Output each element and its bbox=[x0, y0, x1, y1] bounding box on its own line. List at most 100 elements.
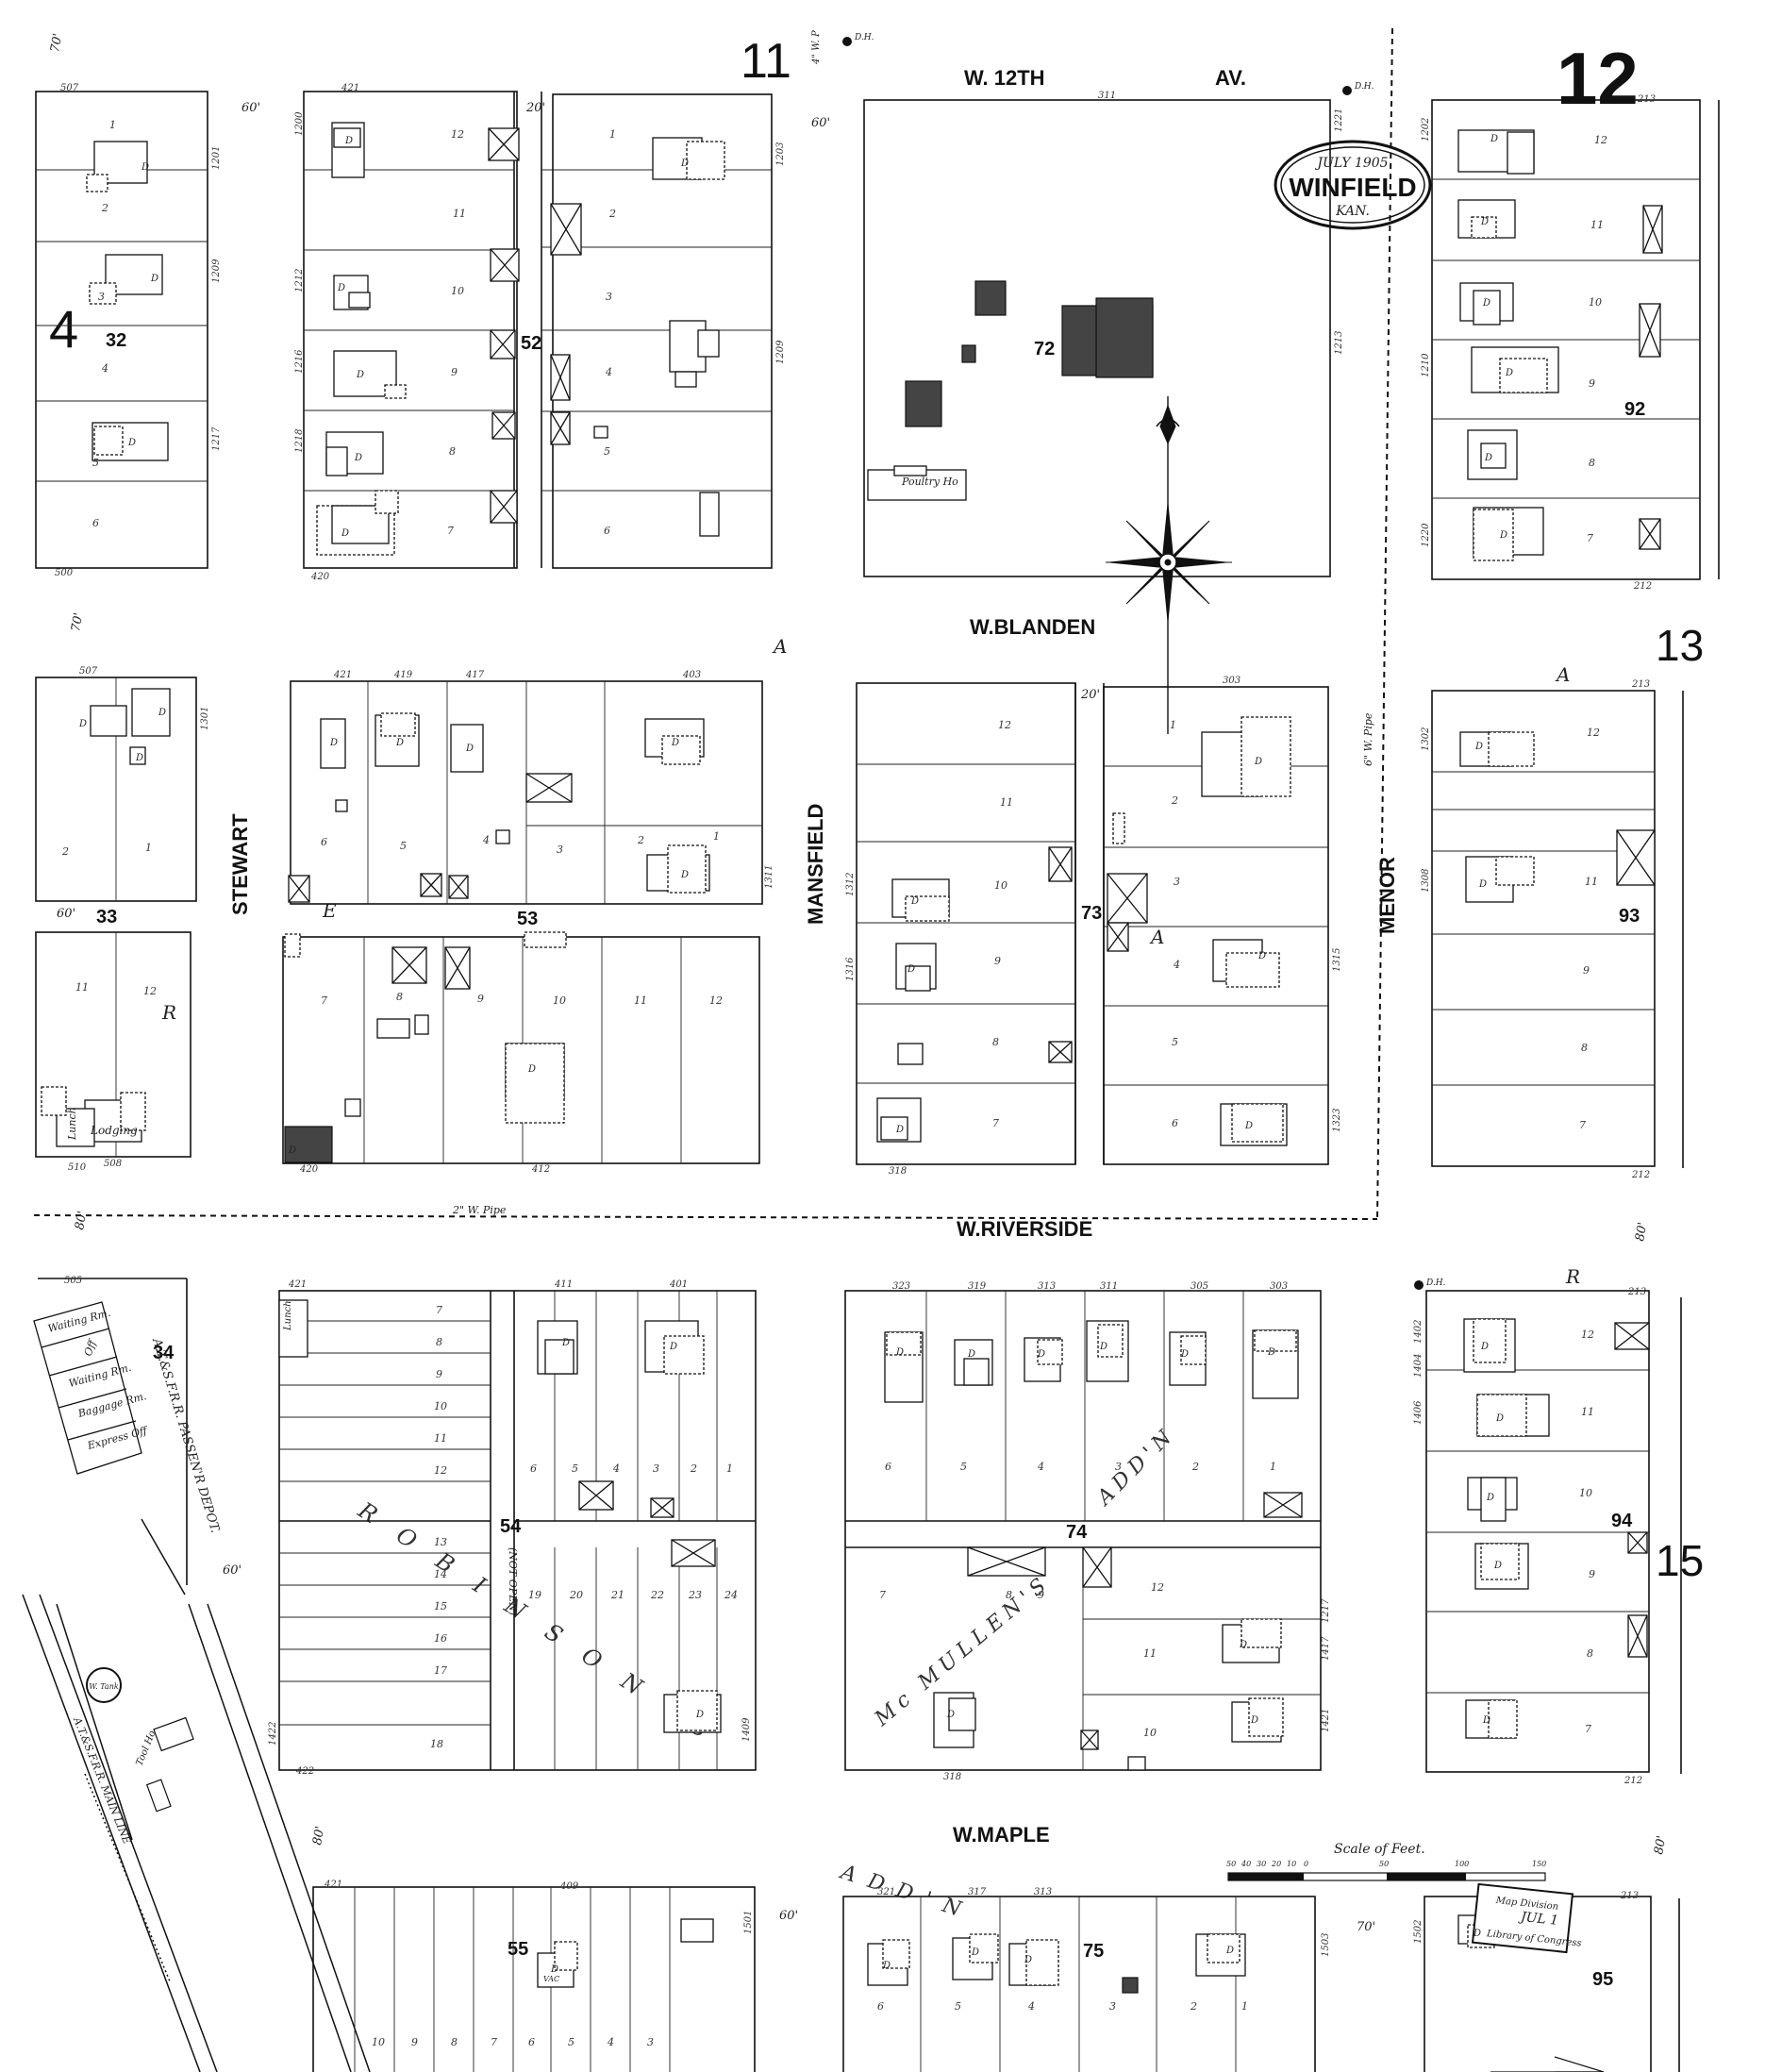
pipe-menor-label: 6" W. Pipe bbox=[1362, 712, 1374, 766]
lot-number: 5 bbox=[572, 1462, 578, 1475]
lot-number: 7 bbox=[1585, 1723, 1591, 1735]
address: 1417 bbox=[1321, 1636, 1331, 1661]
svg-text:R: R bbox=[1565, 1265, 1580, 1288]
width-label: 70' bbox=[1357, 1920, 1375, 1934]
dwelling-mark: D bbox=[946, 1710, 955, 1720]
depot-off: Off bbox=[82, 1337, 100, 1358]
lot-number: 7 bbox=[1587, 532, 1593, 544]
water-tank: W. Tank bbox=[86, 1667, 122, 1703]
scale-tick-100: 100 bbox=[1455, 1860, 1469, 1868]
pipe-riverside-label: 2" W. Pipe bbox=[452, 1204, 507, 1216]
address: 1218 bbox=[294, 429, 305, 453]
railroad bbox=[22, 1518, 371, 2072]
dwelling-mark: D bbox=[344, 136, 353, 146]
scale-tick-10: 10 bbox=[1287, 1860, 1296, 1868]
dh-label-2: D.H. bbox=[1354, 82, 1374, 92]
lot-number: 11 bbox=[1590, 219, 1604, 231]
address: 508 bbox=[104, 1159, 122, 1169]
block-33: 33 bbox=[96, 907, 117, 927]
lot-number: 6 bbox=[885, 1461, 891, 1473]
street-width-labels: 70' 60' 60' 60' 70' 80' 80' 80' 60' 60' … bbox=[48, 32, 1669, 1934]
adjacent-sheet-4: 4 bbox=[49, 299, 78, 359]
width-label: 60' bbox=[57, 907, 75, 921]
block-54: 54 bbox=[500, 1516, 522, 1537]
dwelling-mark: D bbox=[971, 1947, 979, 1958]
water-tank-label: W. Tank bbox=[89, 1682, 119, 1691]
address: 1209 bbox=[211, 259, 222, 283]
dwelling-mark: D bbox=[341, 528, 349, 539]
address: 1404 bbox=[1413, 1354, 1424, 1378]
address: 319 bbox=[968, 1281, 987, 1292]
lot-number: 3 bbox=[1174, 876, 1180, 888]
lot-number: 7 bbox=[491, 2036, 497, 2048]
dwelling-mark: D bbox=[550, 1964, 558, 1975]
width-label: 60' bbox=[779, 1909, 798, 1923]
svg-text:A: A bbox=[1555, 663, 1570, 686]
width-label: 20' bbox=[1080, 688, 1100, 702]
lot-number: 1 bbox=[1241, 2000, 1248, 2013]
lot-number: 3 bbox=[606, 291, 612, 303]
lot-number: 10 bbox=[1579, 1487, 1592, 1499]
scale-tick-30: 30 bbox=[1257, 1860, 1266, 1868]
address: 510 bbox=[68, 1162, 87, 1173]
lot-number: 4 bbox=[482, 834, 490, 846]
address: 1301 bbox=[200, 707, 210, 730]
dwelling-mark: D bbox=[1254, 757, 1262, 767]
lot-number: 12 bbox=[709, 994, 723, 1007]
dwelling-mark: D bbox=[1499, 530, 1507, 541]
dwelling-mark: D bbox=[1478, 879, 1487, 890]
address: 213 bbox=[1631, 679, 1650, 690]
address: 412 bbox=[531, 1164, 550, 1175]
lot-number: 5 bbox=[400, 840, 407, 852]
lot-number: 5 bbox=[604, 445, 610, 458]
address: 318 bbox=[943, 1772, 961, 1782]
dwelling-mark: D bbox=[1482, 298, 1490, 309]
dwelling-mark: D bbox=[1180, 1349, 1189, 1360]
lot-number: 8 bbox=[436, 1336, 442, 1348]
lot-number: 1 bbox=[145, 842, 152, 854]
lodging-label: Lodging bbox=[90, 1124, 138, 1137]
dwelling-mark: D bbox=[1493, 1561, 1502, 1571]
block-94: 94 bbox=[1611, 1511, 1633, 1531]
lot-number: 6 bbox=[1172, 1117, 1178, 1129]
lot-number: 4 bbox=[1173, 959, 1180, 971]
dwelling-mark: D bbox=[695, 1710, 704, 1720]
address: 313 bbox=[1038, 1281, 1056, 1292]
dwelling-mark: D bbox=[127, 438, 136, 448]
address: 1402 bbox=[1413, 1320, 1424, 1344]
lot-number: 11 bbox=[434, 1432, 447, 1445]
address: 500 bbox=[55, 568, 74, 578]
block-75: 75 bbox=[1083, 1941, 1104, 1962]
lot-number: 5 bbox=[960, 1461, 967, 1473]
dwelling-mark: D bbox=[78, 719, 87, 729]
lot-number: 17 bbox=[434, 1664, 447, 1677]
address: 1221 bbox=[1334, 109, 1344, 132]
street-mansfield: MANSFIELD bbox=[804, 804, 827, 925]
lot-number: 12 bbox=[1587, 727, 1600, 739]
title-city: WINFIELD bbox=[1289, 173, 1416, 202]
lot-number: 3 bbox=[653, 1462, 659, 1475]
dwelling-mark: D bbox=[680, 870, 689, 880]
address: 1409 bbox=[741, 1717, 752, 1742]
address: 313 bbox=[1034, 1887, 1052, 1897]
dwelling-mark: D bbox=[1225, 1946, 1234, 1956]
lot-number: 13 bbox=[434, 1536, 447, 1548]
dwelling-mark: D bbox=[1473, 1929, 1481, 1939]
width-label: 60' bbox=[241, 101, 260, 115]
lot-number: 12 bbox=[1594, 134, 1607, 146]
svg-text:R: R bbox=[161, 1001, 176, 1024]
address: 323 bbox=[892, 1281, 910, 1292]
poultry-house-label: Poultry Ho bbox=[901, 476, 958, 488]
dwelling-mark: D bbox=[967, 1349, 975, 1360]
dwelling-mark: D bbox=[1495, 1413, 1504, 1424]
pipe-12th-label: 4" W. P bbox=[811, 30, 822, 65]
lot-number: 11 bbox=[1143, 1647, 1157, 1660]
dwelling-mark: D bbox=[907, 964, 915, 975]
address: 1220 bbox=[1421, 523, 1431, 547]
adjacent-sheet-15: 15 bbox=[1656, 1536, 1704, 1585]
scale-tick-50b: 50 bbox=[1379, 1860, 1389, 1868]
adjacent-sheet-13: 13 bbox=[1656, 621, 1704, 670]
lot-number: 9 bbox=[477, 993, 484, 1005]
lot-number: 2 bbox=[1171, 794, 1178, 807]
lot-number: 11 bbox=[453, 208, 466, 220]
